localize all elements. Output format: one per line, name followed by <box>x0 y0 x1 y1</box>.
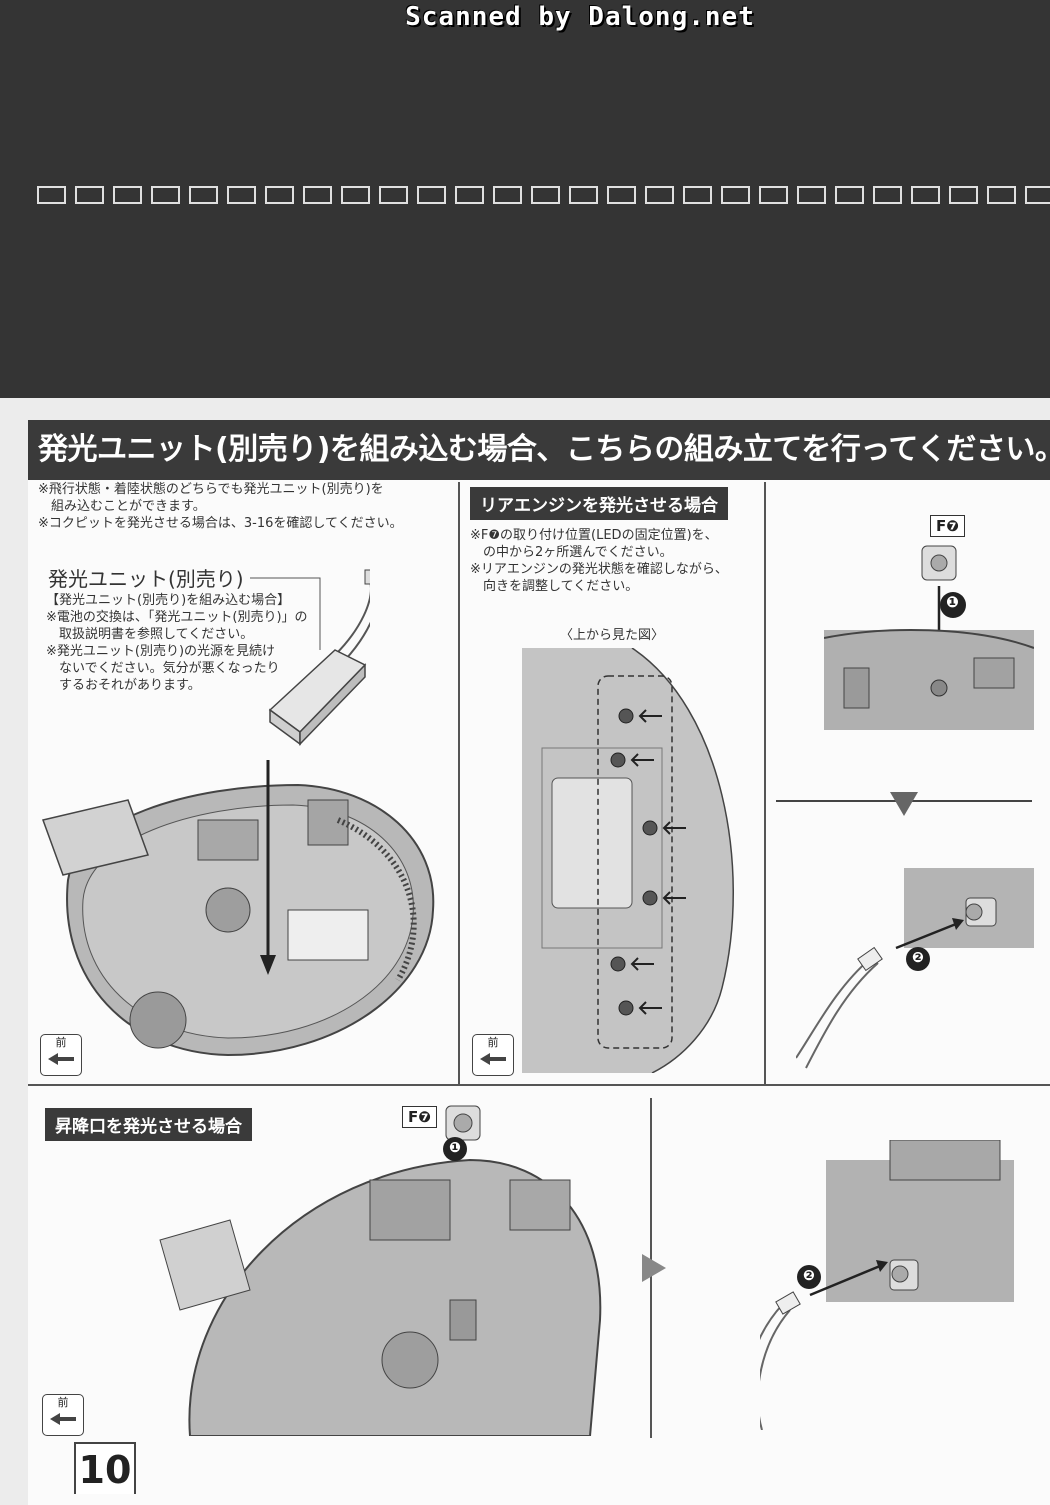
triangle-down-icon <box>890 792 918 816</box>
top-view-caption: 〈上から見た図〉 <box>560 628 665 643</box>
part-tag-f7: F❼ <box>930 515 965 537</box>
box-icon <box>949 186 978 204</box>
unit-note: するおそれがあります。 <box>46 678 201 693</box>
step-marker-2-label: ❷ <box>912 950 924 966</box>
step-marker-2 <box>906 947 930 971</box>
step-marker-1-label: ❶ <box>449 1140 461 1156</box>
front-label: 前 <box>57 1396 69 1409</box>
part-tag-f7: F❼ <box>402 1106 437 1128</box>
page-headline: 発光ユニット(別売り)を組み込む場合、こちらの組み立てを行ってください。 <box>28 420 1050 480</box>
rear-engine-step-1 <box>824 545 1034 730</box>
divider <box>458 482 460 1084</box>
triangle-right-icon <box>642 1254 666 1282</box>
ramp-step-2 <box>760 1140 1014 1430</box>
step-marker-1 <box>940 592 966 618</box>
step-marker-1 <box>443 1137 467 1161</box>
box-icon <box>911 186 940 204</box>
rear-engine-note: ※F❼の取り付け位置(LEDの固定位置)を、 <box>470 528 718 543</box>
unit-note: ※発光ユニット(別売り)の光源を見続け <box>46 644 276 659</box>
front-label: 前 <box>55 1036 67 1049</box>
box-icon <box>265 186 294 204</box>
decorative-box-row <box>28 186 1050 206</box>
box-icon <box>379 186 408 204</box>
box-icon <box>455 186 484 204</box>
box-icon <box>759 186 788 204</box>
box-icon <box>341 186 370 204</box>
scan-credit: Scanned by Dalong.net <box>405 2 755 32</box>
box-icon <box>683 186 712 204</box>
unit-note: ないでください。気分が悪くなったり <box>46 661 280 676</box>
arrow-left-icon <box>50 1413 76 1425</box>
box-icon <box>987 186 1016 204</box>
box-icon <box>303 186 332 204</box>
box-icon <box>113 186 142 204</box>
front-direction-badge: 前 <box>42 1394 84 1436</box>
front-label: 前 <box>487 1036 499 1049</box>
ship-illustration-bottom <box>159 1105 602 1436</box>
box-icon <box>835 186 864 204</box>
step-marker-2 <box>797 1265 821 1289</box>
box-icon <box>873 186 902 204</box>
unit-title: 発光ユニット(別売り) <box>48 567 244 591</box>
unit-note: ※電池の交換は、「発光ユニット(別売り)」の <box>46 610 308 625</box>
box-icon <box>189 186 218 204</box>
box-icon <box>37 186 66 204</box>
front-direction-badge: 前 <box>472 1034 514 1076</box>
top-dark-band <box>0 0 1050 398</box>
rear-engine-label: リアエンジンを発光させる場合 <box>470 487 728 520</box>
intro-note: 組み込むことができます。 <box>38 499 206 514</box>
front-direction-badge: 前 <box>40 1034 82 1076</box>
arrow-left-icon <box>48 1053 74 1065</box>
rear-engine-note: ※リアエンジンの発光状態を確認しながら、 <box>470 562 728 577</box>
box-icon <box>493 186 522 204</box>
page-number: 10 <box>74 1442 136 1494</box>
ship-illustration-top <box>42 760 435 1057</box>
box-icon <box>645 186 674 204</box>
divider <box>28 1084 1050 1086</box>
ramp-label: 昇降口を発光させる場合 <box>45 1108 252 1141</box>
step-marker-2-label: ❷ <box>803 1268 815 1284</box>
box-icon <box>227 186 256 204</box>
box-icon <box>607 186 636 204</box>
box-icon <box>417 186 446 204</box>
box-icon <box>569 186 598 204</box>
box-icon <box>721 186 750 204</box>
intro-note: ※飛行状態・着陸状態のどちらでも発光ユニット(別売り)を <box>38 482 384 497</box>
box-icon <box>151 186 180 204</box>
unit-note: 【発光ユニット(別売り)を組み込む場合】 <box>46 593 291 608</box>
box-icon <box>75 186 104 204</box>
led-unit-illustration <box>250 569 370 746</box>
intro-note: ※コクピットを発光させる場合は、3-16を確認してください。 <box>38 516 403 531</box>
step-marker-1-label: ❶ <box>946 593 959 611</box>
box-icon <box>1025 186 1050 204</box>
rear-engine-note: 向きを調整してください。 <box>470 579 639 594</box>
rear-engine-step-2 <box>796 868 1034 1069</box>
box-icon <box>531 186 560 204</box>
arrow-left-icon <box>480 1053 506 1065</box>
rear-engine-top-view <box>522 648 752 1073</box>
unit-note: 取扱説明書を参照してください。 <box>46 627 254 642</box>
rear-engine-note: の中から2ヶ所選んでください。 <box>470 545 673 560</box>
box-icon <box>797 186 826 204</box>
divider <box>764 482 766 1084</box>
